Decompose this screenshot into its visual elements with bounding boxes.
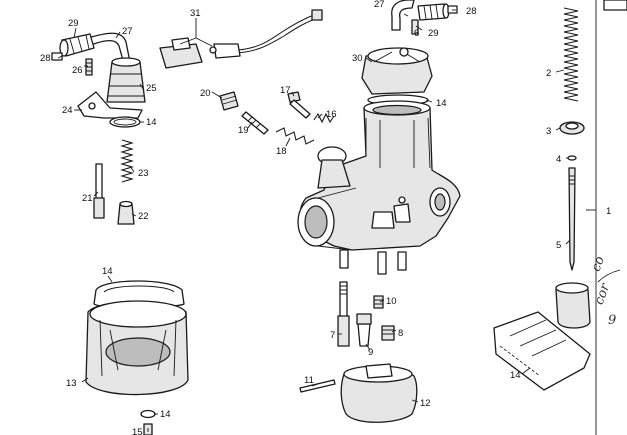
callout-24: 24 <box>62 105 73 116</box>
callout-labels: 29 27 28 26 25 24 14 23 21 22 31 20 19 1… <box>40 0 611 435</box>
callout-16: 16 <box>326 109 337 120</box>
side-port <box>429 187 451 217</box>
inlet-hose-27-top <box>391 0 415 31</box>
parts-bag-14 <box>493 311 591 391</box>
carburetor-body <box>299 100 461 251</box>
callout-5: 5 <box>556 240 561 251</box>
mounting-studs <box>339 249 407 275</box>
rod-21 <box>93 163 105 219</box>
handwriting-line-1: co <box>589 254 608 273</box>
callout-28-left: 28 <box>40 53 51 64</box>
callout-14-drain-washer: 14 <box>160 409 171 420</box>
mixture-screw-19 <box>241 111 269 135</box>
callout-14-bowl-gasket: 14 <box>102 266 113 277</box>
bracket-plate-24 <box>77 91 143 119</box>
leader-line-1 <box>586 0 597 435</box>
inlet-fitting-29-right <box>417 3 450 21</box>
jet-needle-5 <box>568 167 576 271</box>
screw-28-right <box>447 5 458 14</box>
callout-1: 1 <box>606 206 611 217</box>
handwritten-notes: co <box>589 254 608 273</box>
choke-cable-31 <box>209 9 323 59</box>
main-jet-holder-7 <box>337 281 350 347</box>
idle-screw-17 <box>287 91 311 119</box>
handwriting-line-3: 9 <box>608 313 616 328</box>
spring-18 <box>275 127 315 145</box>
callout-26: 26 <box>72 65 83 76</box>
jet-8 <box>381 325 395 341</box>
callout-11: 11 <box>304 375 314 386</box>
callout-15: 15 <box>132 427 143 435</box>
handwritten-notes-2: cor <box>592 281 614 307</box>
callout-21: 21 <box>82 193 93 204</box>
callout-4: 4 <box>556 154 561 165</box>
callout-29-right: 29 <box>428 28 439 39</box>
callout-3: 3 <box>546 126 551 137</box>
drain-washer-14 <box>140 409 156 419</box>
handwriting-line-2: cor <box>592 281 614 307</box>
fuel-inlet-fitting-29 <box>59 33 95 57</box>
intake-manifold <box>297 187 357 251</box>
top-cover-30 <box>361 47 433 95</box>
spring-retainer-3 <box>559 121 585 135</box>
callout-29-left: 29 <box>68 18 79 29</box>
callout-14-float-bag: 14 <box>510 370 521 381</box>
idle-circuit-housing <box>317 146 351 189</box>
float-12 <box>340 363 418 423</box>
needle-clip-4 <box>567 155 577 161</box>
callout-25: 25 <box>146 83 157 94</box>
callout-2: 2 <box>546 68 551 79</box>
callout-14-top-cover: 14 <box>436 98 447 109</box>
float-pin-11 <box>299 379 336 393</box>
choke-housing-31 <box>159 37 203 69</box>
callout-12: 12 <box>420 398 431 409</box>
callout-17: 17 <box>280 85 291 96</box>
corner-box <box>603 0 627 11</box>
needle-jet-9 <box>356 313 372 347</box>
spring-23 <box>120 139 134 183</box>
callout-30: 30 <box>352 53 363 64</box>
jet-10 <box>373 295 384 309</box>
adjuster-20 <box>219 91 239 111</box>
callout-6: 6 <box>414 28 419 39</box>
spring-16 <box>313 112 335 124</box>
callout-10: 10 <box>386 296 397 307</box>
jet-fittings <box>371 196 411 229</box>
callout-31: 31 <box>190 8 201 19</box>
float-bowl-13 <box>85 300 189 396</box>
leader-lines <box>57 9 571 432</box>
throttle-slide <box>555 282 591 329</box>
callout-13: 13 <box>66 378 77 389</box>
callout-14-fuel-tap: 14 <box>146 117 157 128</box>
callout-7: 7 <box>330 330 335 341</box>
fuel-valve-body-25 <box>106 57 146 103</box>
slide-spring-2 <box>563 7 579 102</box>
callout-19: 19 <box>238 125 249 136</box>
callout-8: 8 <box>398 328 403 339</box>
handwriting-arrow <box>597 269 621 283</box>
o-ring-14-fuel-tap <box>109 116 141 128</box>
screw-26 <box>85 58 93 76</box>
callout-9: 9 <box>368 347 373 358</box>
callout-28-right: 28 <box>466 6 477 17</box>
callout-22: 22 <box>138 211 149 222</box>
callout-20: 20 <box>200 88 211 99</box>
callout-18: 18 <box>276 146 287 157</box>
callout-27-left: 27 <box>122 26 133 37</box>
callout-27-top: 27 <box>374 0 385 10</box>
callout-23: 23 <box>138 168 149 179</box>
needle-22 <box>117 200 135 225</box>
